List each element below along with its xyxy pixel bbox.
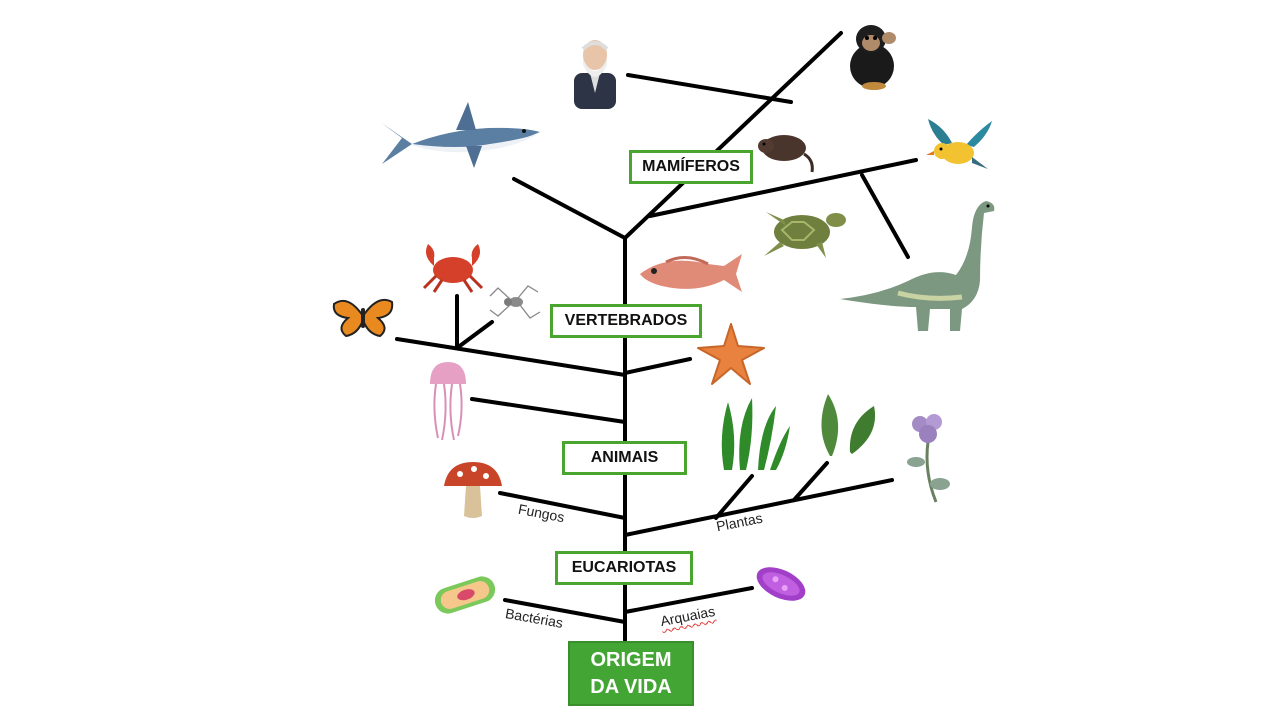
- branch-spider: [455, 320, 494, 350]
- seaweed-icon: [721, 398, 790, 470]
- jellyfish-icon: [430, 362, 466, 441]
- branch-bacterias: [503, 598, 627, 624]
- branch-leaves: [792, 461, 829, 502]
- root-origem-da-vida: ORIGEM DA VIDA: [568, 641, 694, 706]
- branch-arthropods: [395, 337, 627, 377]
- branch-dinosaur: [860, 173, 910, 259]
- crab-icon: [422, 244, 484, 293]
- branch-shark: [512, 177, 627, 240]
- label-vertebrados: VERTEBRADOS: [550, 304, 702, 338]
- root-line1: ORIGEM: [590, 648, 672, 671]
- branch-human: [626, 73, 793, 104]
- fish-icon: [640, 254, 742, 292]
- flower-icon: [907, 414, 950, 503]
- root-line2: DA VIDA: [590, 675, 672, 698]
- mushroom-icon: [444, 462, 502, 518]
- branch-upper: [623, 31, 843, 240]
- turtle-icon: [764, 212, 846, 258]
- shark-icon: [380, 102, 540, 168]
- archaea-icon: [756, 567, 806, 601]
- rodent-icon: [758, 135, 814, 173]
- dinosaur-icon: [840, 201, 995, 331]
- branch-starfish: [623, 357, 692, 375]
- branch-reptiles-mammals: [648, 158, 918, 218]
- label-animais: ANIMAIS: [562, 441, 687, 475]
- bird-icon: [926, 119, 992, 169]
- butterfly-icon: [332, 298, 394, 338]
- branch-jellyfish: [470, 397, 627, 424]
- branch-fungos: [498, 491, 627, 520]
- leaves-icon: [821, 394, 876, 456]
- label-mamiferos: MAMÍFEROS: [629, 150, 753, 184]
- spider-icon: [489, 285, 541, 319]
- chimpanzee-icon: [850, 25, 896, 90]
- human-icon: [574, 40, 616, 109]
- starfish-icon: [697, 323, 765, 385]
- branch-seaweed: [714, 474, 754, 520]
- branch-arquaias: [623, 586, 754, 614]
- label-eucariotas: EUCARIOTAS: [555, 551, 693, 585]
- branch-plantas: [623, 478, 894, 537]
- bacterium-icon: [434, 576, 496, 614]
